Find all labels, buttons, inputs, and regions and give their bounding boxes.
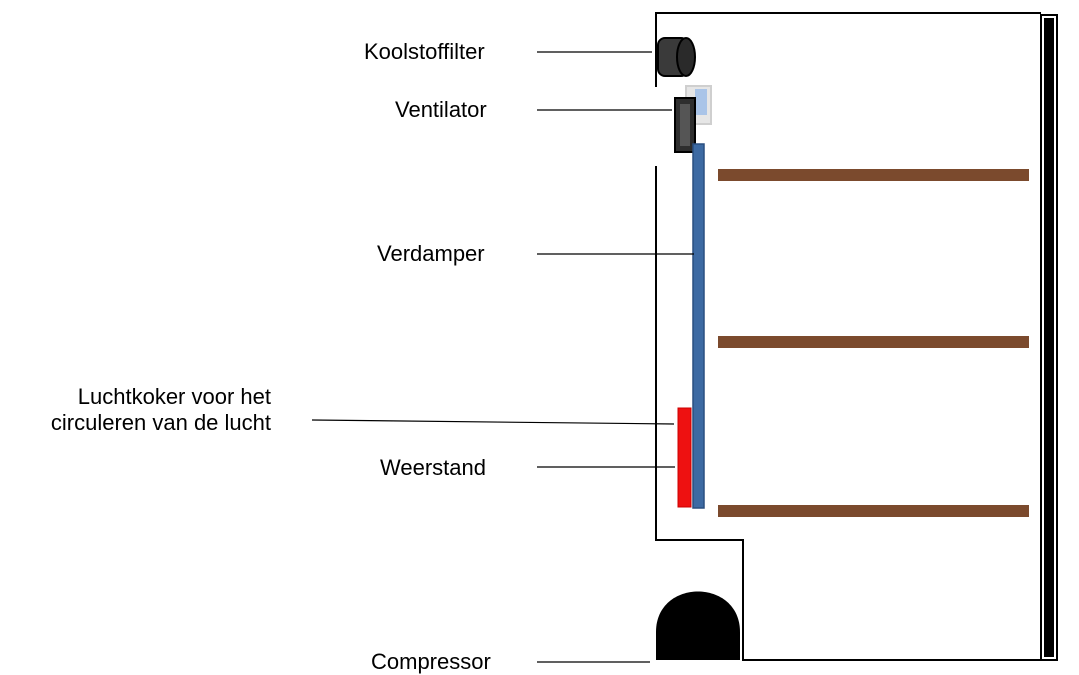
label-ventilator: Ventilator (395, 97, 487, 122)
label-luchtkoker-line1: Luchtkoker voor het (77, 384, 271, 409)
label-verdamper: Verdamper (377, 241, 485, 266)
label-luchtkoker: Luchtkoker voor het circuleren van de lu… (51, 384, 271, 436)
label-luchtkoker-line2: circuleren van de lucht (50, 410, 271, 435)
fridge-door-inner (1044, 18, 1054, 657)
cabinet-body-outline (655, 166, 1041, 661)
shelf-bottom (718, 505, 1029, 517)
shelf-middle (718, 336, 1029, 348)
label-weerstand: Weerstand (380, 455, 486, 480)
shelf-top (718, 169, 1029, 181)
carbon-filter-icon (657, 37, 696, 77)
label-koolstoffilter: Koolstoffilter (364, 39, 485, 64)
cabinet-outline (655, 12, 1041, 87)
heater-element (677, 407, 692, 508)
label-compressor: Compressor (371, 649, 491, 674)
compressor-icon (656, 591, 740, 660)
evaporator-plate (692, 143, 705, 509)
fan-icon (674, 85, 712, 153)
luchtkoker-leader (311, 419, 675, 425)
